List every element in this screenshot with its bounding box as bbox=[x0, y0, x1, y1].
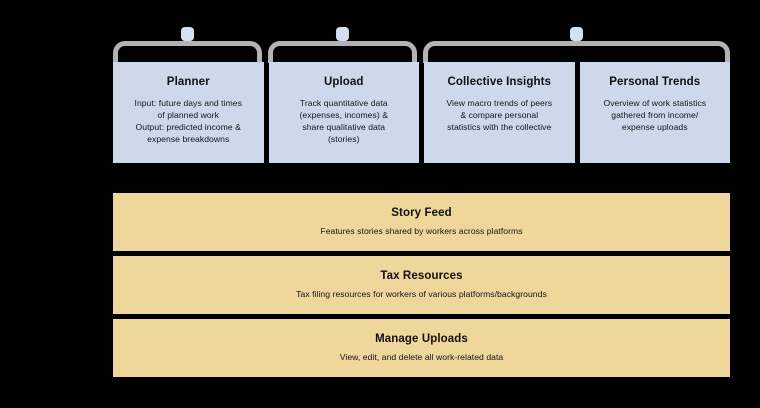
card-collective-insights[interactable]: Collective Insights View macro trends of… bbox=[424, 62, 575, 163]
card-planner[interactable]: Planner Input: future days and times of … bbox=[113, 62, 264, 163]
bar-tax-resources[interactable]: Tax Resources Tax filing resources for w… bbox=[113, 256, 730, 314]
card-upload[interactable]: Upload Track quantitative data (expenses… bbox=[268, 62, 419, 163]
bar-story-feed[interactable]: Story Feed Features stories shared by wo… bbox=[113, 193, 730, 251]
card-title: Collective Insights bbox=[447, 76, 551, 88]
group-node-icon-insights bbox=[570, 27, 583, 41]
bar-manage-uploads[interactable]: Manage Uploads View, edit, and delete al… bbox=[113, 319, 730, 377]
card-description: Input: future days and times of planned … bbox=[134, 97, 242, 145]
bar-title: Manage Uploads bbox=[375, 332, 468, 345]
group-node-icon-upload bbox=[336, 27, 349, 41]
card-description: Overview of work statistics gathered fro… bbox=[603, 97, 707, 133]
bracket-insights bbox=[423, 41, 730, 63]
bracket-upload bbox=[268, 41, 417, 63]
group-node-icon-planner bbox=[181, 27, 194, 41]
bar-description: Features stories shared by workers acros… bbox=[320, 226, 523, 237]
card-personal-trends[interactable]: Personal Trends Overview of work statist… bbox=[579, 62, 730, 163]
bracket-planner bbox=[113, 41, 262, 63]
bar-description: View, edit, and delete all work-related … bbox=[339, 352, 504, 363]
card-description: View macro trends of peers & compare per… bbox=[446, 97, 553, 133]
bar-title: Story Feed bbox=[391, 206, 452, 219]
feature-bar-stack: Story Feed Features stories shared by wo… bbox=[113, 193, 730, 377]
card-title: Upload bbox=[323, 76, 364, 88]
card-title: Planner bbox=[166, 76, 210, 88]
feature-card-row: Planner Input: future days and times of … bbox=[113, 62, 730, 163]
card-description: Track quantitative data (expenses, incom… bbox=[299, 97, 388, 145]
card-title: Personal Trends bbox=[609, 76, 701, 88]
bar-title: Tax Resources bbox=[380, 269, 463, 282]
bar-description: Tax filing resources for workers of vari… bbox=[296, 289, 547, 300]
